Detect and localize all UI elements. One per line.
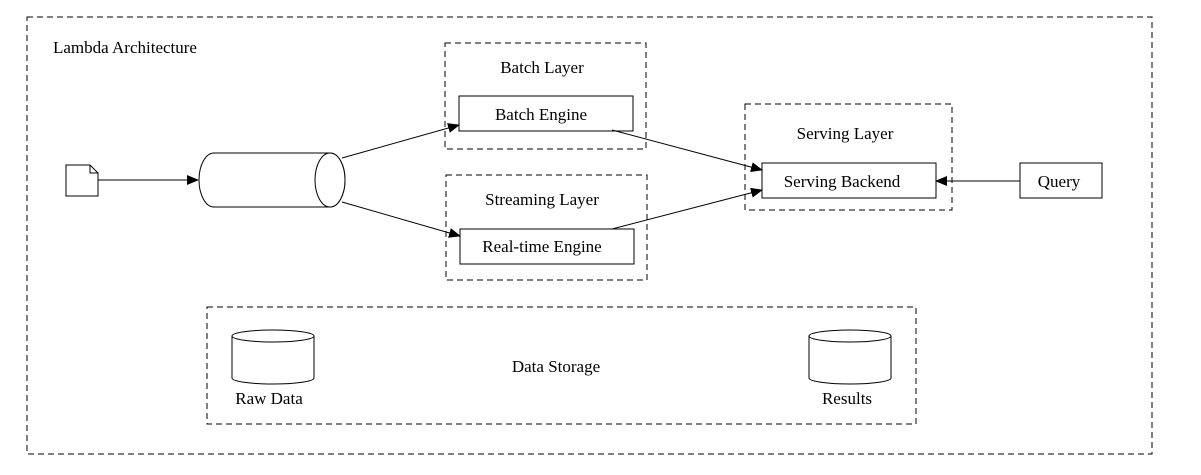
serving-backend-label: Serving Backend [784, 172, 901, 191]
results-cylinder-body [808, 336, 892, 385]
serving-layer-group [744, 103, 953, 211]
batch-layer-group [444, 42, 647, 150]
diagram-title: Lambda Architecture [53, 38, 197, 57]
streaming-layer-label: Streaming Layer [485, 190, 599, 209]
results-cylinder-top [808, 329, 892, 343]
data-storage-group [206, 306, 917, 425]
arrow-batch-to-serving [611, 129, 763, 172]
batch-engine-box [458, 95, 634, 132]
document-icon [65, 164, 99, 197]
streaming-layer-group [445, 174, 648, 281]
serving-backend-box [761, 162, 937, 199]
raw-data-cylinder-top [231, 329, 315, 343]
message-queue-end [314, 152, 346, 208]
document-fold [89, 165, 98, 174]
realtime-engine-box [459, 228, 635, 265]
arrow-queue-to-streaming [341, 201, 461, 238]
raw-data-label: Raw Data [235, 389, 303, 408]
arrow-queue-to-batch [341, 123, 460, 159]
serving-layer-label: Serving Layer [797, 124, 894, 143]
results-label: Results [822, 389, 872, 408]
batch-engine-label: Batch Engine [495, 105, 587, 124]
arrow-streaming-to-serving [611, 187, 763, 230]
realtime-engine-label: Real-time Engine [482, 237, 601, 256]
query-label: Query [1038, 172, 1081, 191]
data-storage-label: Data Storage [512, 357, 600, 376]
batch-layer-label: Batch Layer [500, 58, 584, 77]
raw-data-cylinder-body [231, 336, 315, 385]
lambda-architecture-boundary [26, 16, 1153, 455]
